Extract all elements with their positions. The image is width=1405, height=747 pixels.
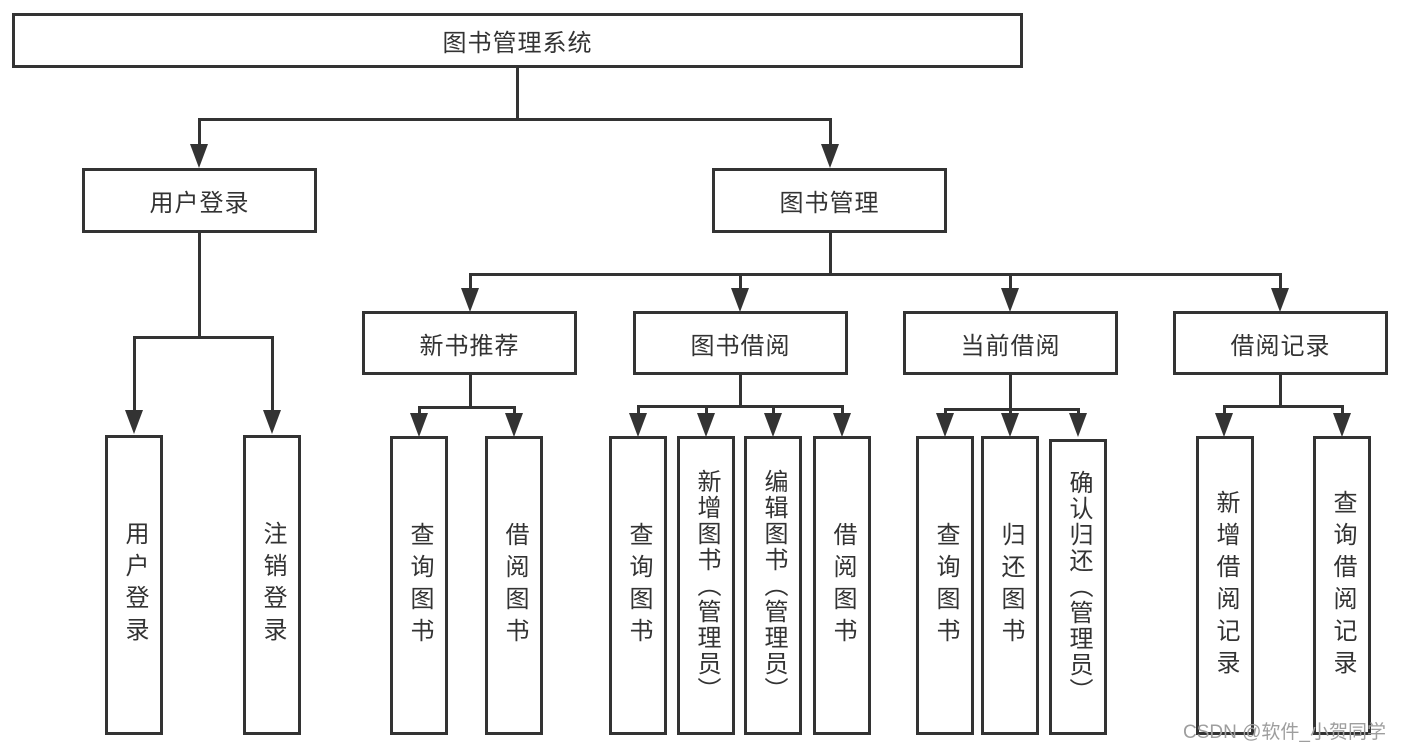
connector-bar — [417, 406, 516, 409]
node-user-login: 用户登录 — [82, 168, 317, 233]
node-label: 图书管理系统 — [442, 30, 593, 57]
arrowhead-down-icon — [1001, 273, 1019, 312]
node-label: 新增借阅记录 — [1212, 489, 1239, 682]
connector-bar — [197, 118, 832, 121]
node-leaf-confirm-return-admin: 确认归还（管理员） — [1049, 439, 1107, 735]
connector-bar — [943, 408, 1080, 411]
arrowhead-down-icon — [190, 118, 208, 168]
connector-stem — [828, 233, 832, 273]
node-book-management: 图书管理 — [712, 168, 947, 233]
node-label: 借阅记录 — [1230, 332, 1331, 360]
node-label: 用户登录 — [149, 190, 250, 217]
connector-stem — [468, 375, 472, 406]
node-label: 借阅图书 — [501, 521, 528, 650]
node-leaf-borrow-book-1: 借阅图书 — [485, 436, 543, 735]
arrowhead-down-icon — [461, 273, 479, 312]
connector-stem — [1008, 375, 1012, 408]
node-current-borrow: 当前借阅 — [903, 311, 1118, 375]
node-label: 图书借阅 — [690, 332, 791, 360]
node-leaf-edit-book-admin: 编辑图书（管理员） — [744, 436, 802, 735]
node-leaf-query-book-3: 查询图书 — [916, 436, 974, 735]
arrowhead-down-icon — [125, 336, 143, 434]
node-book-borrow: 图书借阅 — [633, 311, 848, 375]
node-label: 归还图书 — [997, 521, 1024, 650]
connector-stem — [1278, 375, 1282, 405]
arrowhead-down-icon — [1215, 405, 1233, 437]
node-label: 借阅图书 — [829, 521, 856, 650]
node-label: 图书管理 — [779, 190, 880, 217]
node-label: 编辑图书（管理员） — [760, 468, 787, 703]
arrowhead-down-icon — [505, 406, 523, 437]
connector-bar — [1222, 405, 1344, 408]
node-label: 确认归还（管理员） — [1065, 470, 1092, 704]
arrowhead-down-icon — [833, 405, 851, 437]
node-root: 图书管理系统 — [12, 13, 1023, 68]
node-leaf-query-book-1: 查询图书 — [390, 436, 448, 735]
connector-bar — [636, 405, 844, 408]
node-label: 查询借阅记录 — [1329, 489, 1356, 682]
connector-stem — [738, 375, 742, 405]
arrowhead-down-icon — [936, 408, 954, 437]
node-leaf-return-book: 归还图书 — [981, 436, 1039, 735]
node-new-book-recommend: 新书推荐 — [362, 311, 577, 375]
node-label: 新增图书（管理员） — [693, 468, 720, 703]
node-leaf-logout: 注销登录 — [243, 435, 301, 735]
node-label: 注销登录 — [259, 521, 286, 649]
node-label: 查询图书 — [406, 521, 433, 650]
node-label: 查询图书 — [932, 521, 959, 650]
arrowhead-down-icon — [410, 406, 428, 437]
csdn-watermark: CSDN @软件_小贺同学 — [1183, 722, 1386, 743]
connector-bar — [468, 273, 1282, 276]
node-label: 用户登录 — [121, 521, 148, 649]
node-borrow-record: 借阅记录 — [1173, 311, 1388, 375]
arrowhead-down-icon — [629, 405, 647, 437]
node-leaf-query-borrow-record: 查询借阅记录 — [1313, 436, 1371, 735]
arrowhead-down-icon — [731, 273, 749, 312]
arrowhead-down-icon — [1069, 408, 1087, 437]
node-leaf-add-borrow-record: 新增借阅记录 — [1196, 436, 1254, 735]
node-leaf-add-book-admin: 新增图书（管理员） — [677, 436, 735, 735]
node-label: 当前借阅 — [960, 332, 1061, 360]
arrowhead-down-icon — [1333, 405, 1351, 437]
connector-stem — [515, 68, 519, 118]
arrowhead-down-icon — [764, 405, 782, 437]
arrowhead-down-icon — [1271, 273, 1289, 312]
arrowhead-down-icon — [1001, 408, 1019, 437]
node-label: 新书推荐 — [419, 332, 520, 360]
arrowhead-down-icon — [697, 405, 715, 437]
arrowhead-down-icon — [263, 336, 281, 434]
connector-stem — [197, 233, 201, 336]
arrowhead-down-icon — [821, 118, 839, 168]
node-label: 查询图书 — [625, 521, 652, 650]
node-leaf-user-login: 用户登录 — [105, 435, 163, 735]
node-leaf-query-book-2: 查询图书 — [609, 436, 667, 735]
node-leaf-borrow-book-2: 借阅图书 — [813, 436, 871, 735]
connector-bar — [132, 336, 274, 339]
